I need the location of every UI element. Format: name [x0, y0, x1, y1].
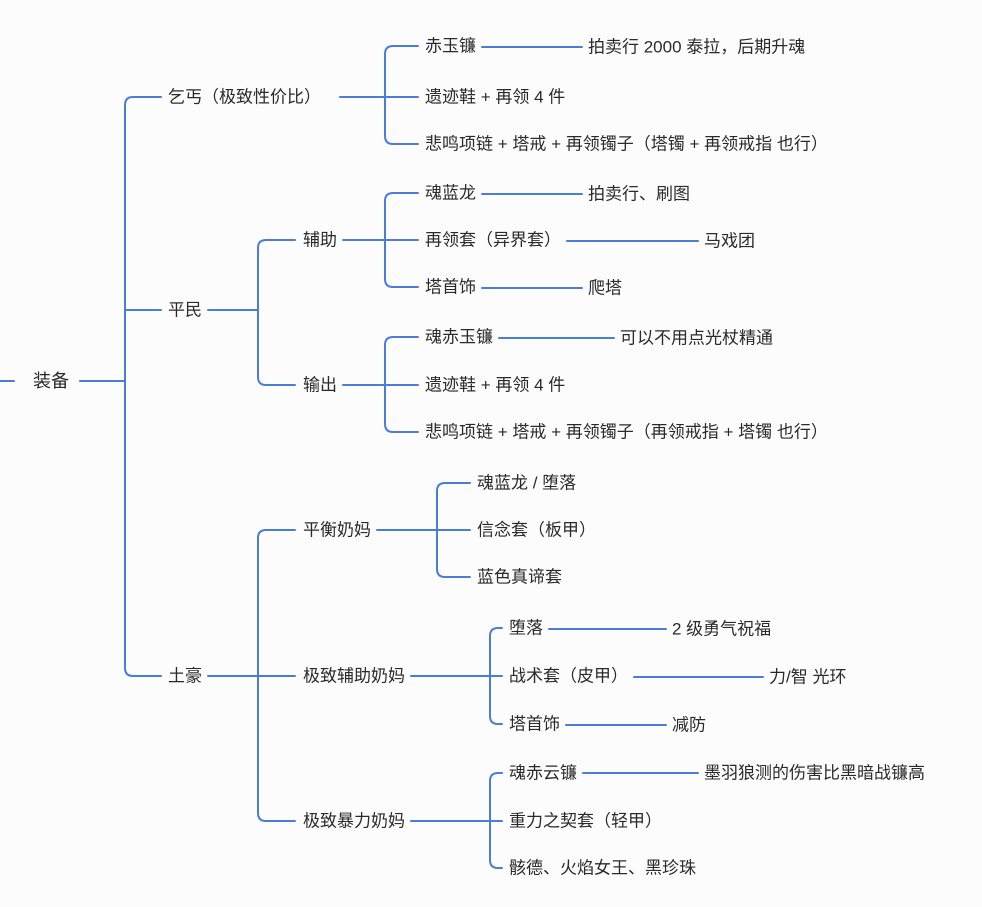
node-output-item-1[interactable]: 遗迹鞋 + 再领 4 件: [425, 375, 566, 395]
connector-ext-dps-trunk: [489, 772, 503, 869]
note-ext-support-item-1[interactable]: 力/智 光环: [769, 667, 847, 687]
node-output[interactable]: 输出: [303, 375, 337, 395]
node-ext-dps-item-2[interactable]: 骸德、火焰女王、黑珍珠: [509, 858, 696, 878]
connector-beggar-trunk: [384, 45, 419, 145]
node-balance-item-0[interactable]: 魂蓝龙 / 堕落: [477, 473, 577, 493]
connector-output-trunk: [384, 336, 419, 433]
note-support-item-1[interactable]: 马戏团: [704, 231, 755, 251]
node-ext-support-healer[interactable]: 极致辅助奶妈: [303, 666, 405, 686]
node-beggar-item-0[interactable]: 赤玉镰: [425, 36, 476, 56]
note-ext-support-item-0[interactable]: 2 级勇气祝福: [672, 619, 772, 639]
node-beggar-item-1[interactable]: 遗迹鞋 + 再领 4 件: [425, 87, 566, 107]
node-balance-item-2[interactable]: 蓝色真谛套: [477, 567, 562, 587]
node-ext-dps-healer[interactable]: 极致暴力奶妈: [303, 811, 405, 831]
node-support-item-1[interactable]: 再领套（异界套）: [425, 230, 561, 250]
node-support-item-0[interactable]: 魂蓝龙: [425, 183, 476, 203]
node-support-item-2[interactable]: 塔首饰: [425, 277, 476, 297]
node-beggar[interactable]: 乞丐（极致性价比）: [168, 87, 321, 107]
connector-civilian-trunk: [257, 239, 296, 386]
note-ext-dps-item-0[interactable]: 墨羽狼测的伤害比黑暗战镰高: [704, 763, 925, 783]
connector-root-trunk: [124, 96, 162, 677]
connector-balance-trunk: [436, 482, 471, 578]
node-ext-support-item-2[interactable]: 塔首饰: [509, 714, 560, 734]
node-output-item-0[interactable]: 魂赤玉镰: [425, 327, 493, 347]
note-ext-support-item-2[interactable]: 减防: [672, 715, 706, 735]
node-ext-support-item-1[interactable]: 战术套（皮甲）: [509, 666, 628, 686]
node-ext-support-item-0[interactable]: 堕落: [509, 618, 543, 638]
node-output-item-2[interactable]: 悲鸣项链 + 塔戒 + 再领镯子（再领戒指 + 塔镯 也行）: [425, 422, 828, 442]
connector-support-trunk: [384, 192, 419, 288]
note-support-item-2[interactable]: 爬塔: [588, 278, 622, 298]
node-civilian[interactable]: 平民: [168, 300, 202, 320]
node-balance-item-1[interactable]: 信念套（板甲）: [477, 520, 596, 540]
node-balance-healer[interactable]: 平衡奶妈: [303, 520, 371, 540]
note-support-item-0[interactable]: 拍卖行、刷图: [588, 184, 690, 204]
connector-ext-support-trunk: [489, 627, 503, 725]
note-output-item-0[interactable]: 可以不用点光杖精通: [620, 328, 773, 348]
node-beggar-item-2[interactable]: 悲鸣项链 + 塔戒 + 再领镯子（塔镯 + 再领戒指 也行）: [425, 134, 828, 154]
connector-rich-trunk: [257, 529, 296, 822]
node-ext-dps-item-1[interactable]: 重力之契套（轻甲）: [509, 811, 662, 831]
node-root[interactable]: 装备: [33, 370, 69, 391]
node-rich[interactable]: 土豪: [168, 666, 202, 686]
note-beggar-item-0[interactable]: 拍卖行 2000 泰拉，后期升魂: [588, 37, 806, 57]
node-ext-dps-item-0[interactable]: 魂赤云镰: [509, 763, 577, 783]
node-support[interactable]: 辅助: [303, 230, 337, 250]
